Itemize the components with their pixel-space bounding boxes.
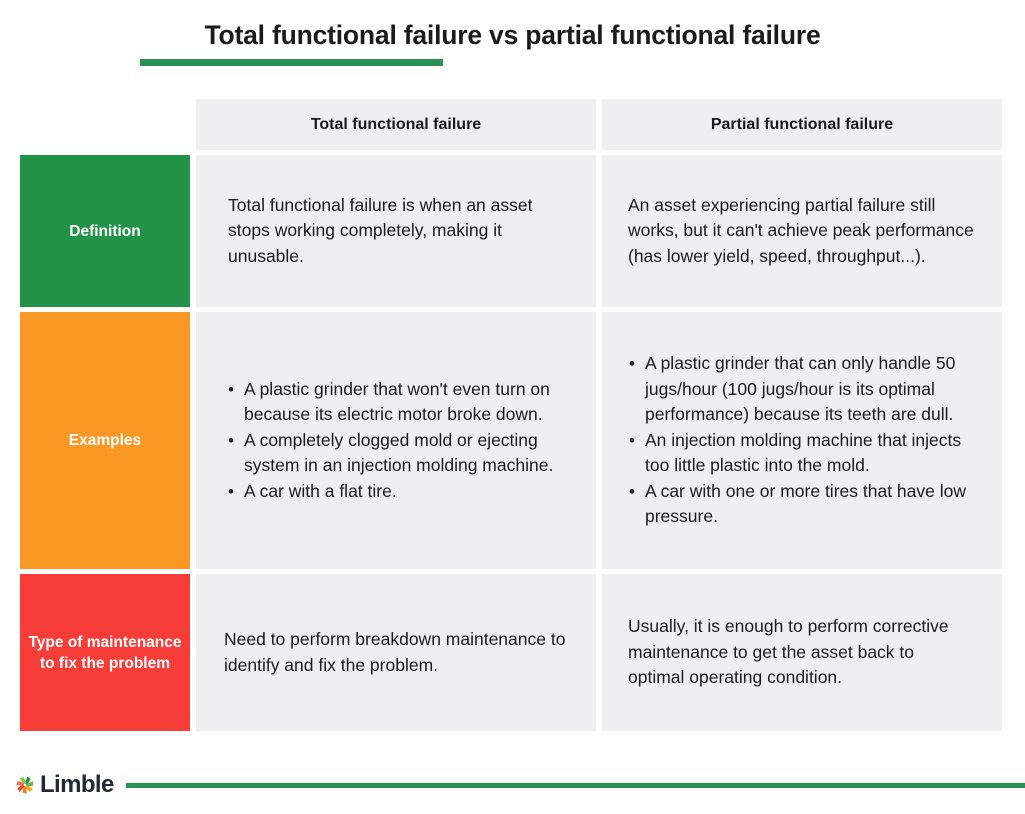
column-header-total-functional-failure: Total functional failure — [196, 99, 596, 150]
cell-examples-total: A plastic grinder that won't even turn o… — [196, 312, 596, 569]
cell-text: Total functional failure is when an asse… — [228, 194, 533, 266]
header-corner-cell — [20, 99, 190, 150]
list-item: A plastic grinder that won't even turn o… — [228, 377, 582, 428]
row-label-maintenance-type: Type of maintenance to fix the problem — [20, 574, 190, 731]
title-accent-rule — [140, 59, 443, 66]
brand-logo: Limble — [14, 773, 114, 797]
table-header-row: Total functional failure Partial functio… — [20, 99, 1002, 150]
list-item: A car with a flat tire. — [228, 479, 582, 505]
row-label-definition: Definition — [20, 155, 190, 307]
bullet-list: A plastic grinder that won't even turn o… — [211, 377, 582, 505]
table-row-definition: Definition Total functional failure is w… — [20, 155, 1002, 307]
limble-pinwheel-logo-icon — [14, 774, 36, 796]
comparison-table: Total functional failure Partial functio… — [20, 99, 1002, 731]
page-header: Total functional failure vs partial func… — [0, 18, 1025, 52]
brand-name: Limble — [40, 771, 114, 798]
table-row-maintenance-type: Type of maintenance to fix the problem N… — [20, 574, 1002, 731]
cell-text: An asset experiencing partial failure st… — [628, 194, 974, 266]
page-title: Total functional failure vs partial func… — [204, 20, 821, 50]
row-label-examples: Examples — [20, 312, 190, 569]
cell-text: Need to perform breakdown maintenance to… — [224, 629, 566, 675]
cell-definition-partial: An asset experiencing partial failure st… — [602, 155, 1002, 307]
footer-accent-rule — [125, 782, 1025, 788]
cell-definition-total: Total functional failure is when an asse… — [196, 155, 596, 307]
cell-examples-partial: A plastic grinder that can only handle 5… — [602, 312, 1002, 569]
cell-maintenance-partial: Usually, it is enough to perform correct… — [602, 574, 1002, 731]
list-item: A plastic grinder that can only handle 5… — [629, 351, 986, 428]
table-row-examples: Examples A plastic grinder that won't ev… — [20, 312, 1002, 569]
list-item: An injection molding machine that inject… — [629, 428, 986, 479]
footer: Limble — [0, 770, 1025, 800]
cell-maintenance-total: Need to perform breakdown maintenance to… — [196, 574, 596, 731]
cell-text: Usually, it is enough to perform correct… — [628, 616, 949, 688]
list-item: A completely clogged mold or ejecting sy… — [228, 428, 582, 479]
list-item: A car with one or more tires that have l… — [629, 479, 986, 530]
column-header-partial-functional-failure: Partial functional failure — [602, 99, 1002, 150]
bullet-list: A plastic grinder that can only handle 5… — [612, 351, 986, 530]
